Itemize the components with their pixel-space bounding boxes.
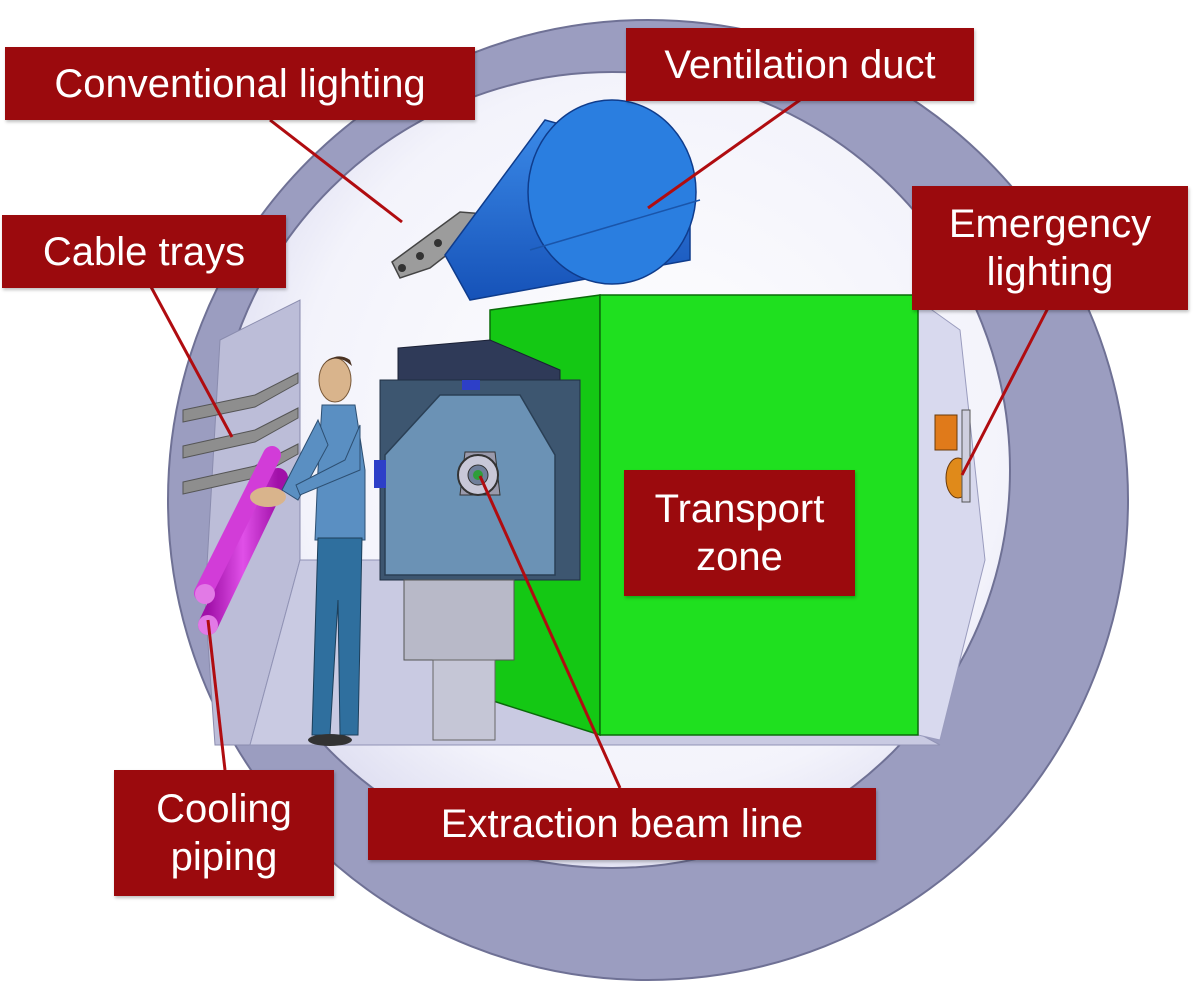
label-emergency-lighting-line2: lighting [986,250,1114,294]
label-cooling-piping-line2: piping [170,835,278,879]
beam-line-magnet [374,339,581,741]
label-conventional-lighting: Conventional lighting [5,47,475,120]
label-extraction-beam-line: Extraction beam line [368,788,876,860]
label-cable-trays-text: Cable trays [42,229,246,274]
label-transport-zone: Transport zone [624,470,855,596]
label-emergency-lighting: Emergency lighting [912,186,1188,310]
label-cooling-piping: Cooling piping [114,770,334,896]
leader-ventilation-duct [647,98,801,210]
leader-conventional-lighting [269,118,403,224]
label-conventional-lighting-text: Conventional lighting [54,61,426,106]
label-transport-zone-line2: zone [696,535,783,579]
cable-trays [182,372,299,495]
label-cooling-piping-line1: Cooling [156,787,292,831]
label-ventilation-duct: Ventilation duct [626,28,974,101]
leader-extraction-beam-line [478,475,622,789]
label-transport-zone-line1: Transport [654,487,825,531]
leader-cable-trays [148,284,234,438]
label-cable-trays: Cable trays [2,215,286,288]
ventilation-duct [444,99,701,301]
leader-cooling-piping [206,619,227,771]
label-ventilation-duct-text: Ventilation duct [664,42,936,87]
leader-lines [148,98,1050,789]
human-figure [250,356,366,746]
label-extraction-beam-line-text: Extraction beam line [440,802,804,846]
leader-emergency-lighting [960,307,1050,476]
label-emergency-lighting-line1: Emergency [948,202,1152,246]
